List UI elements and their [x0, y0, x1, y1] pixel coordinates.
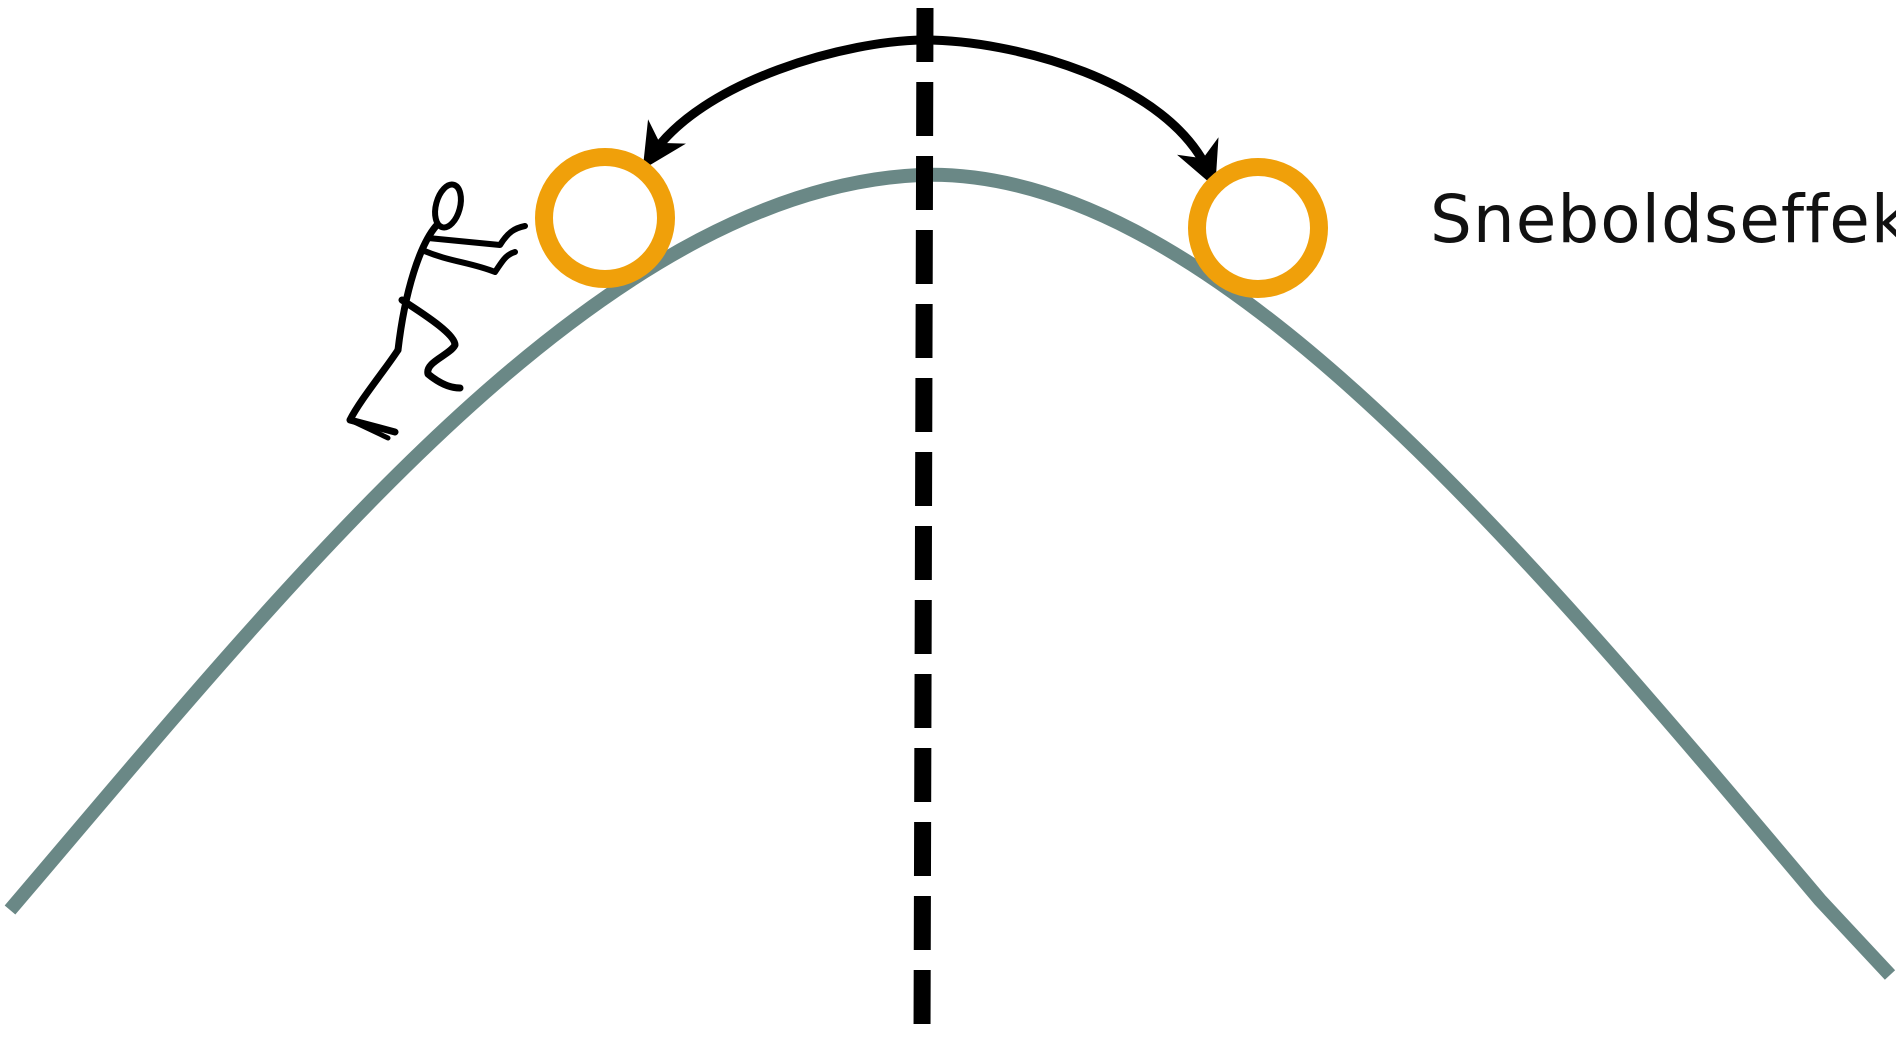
pushing-person-icon: [346, 181, 528, 441]
ball-left: [535, 148, 675, 288]
double-headed-arrow: [642, 35, 1219, 188]
diagram-label: Snebolds­effekt: [1430, 181, 1896, 258]
dashed-divider: [913, 7, 934, 1037]
hill-curve: [4, 167, 1896, 980]
ball-right: [1188, 158, 1328, 298]
